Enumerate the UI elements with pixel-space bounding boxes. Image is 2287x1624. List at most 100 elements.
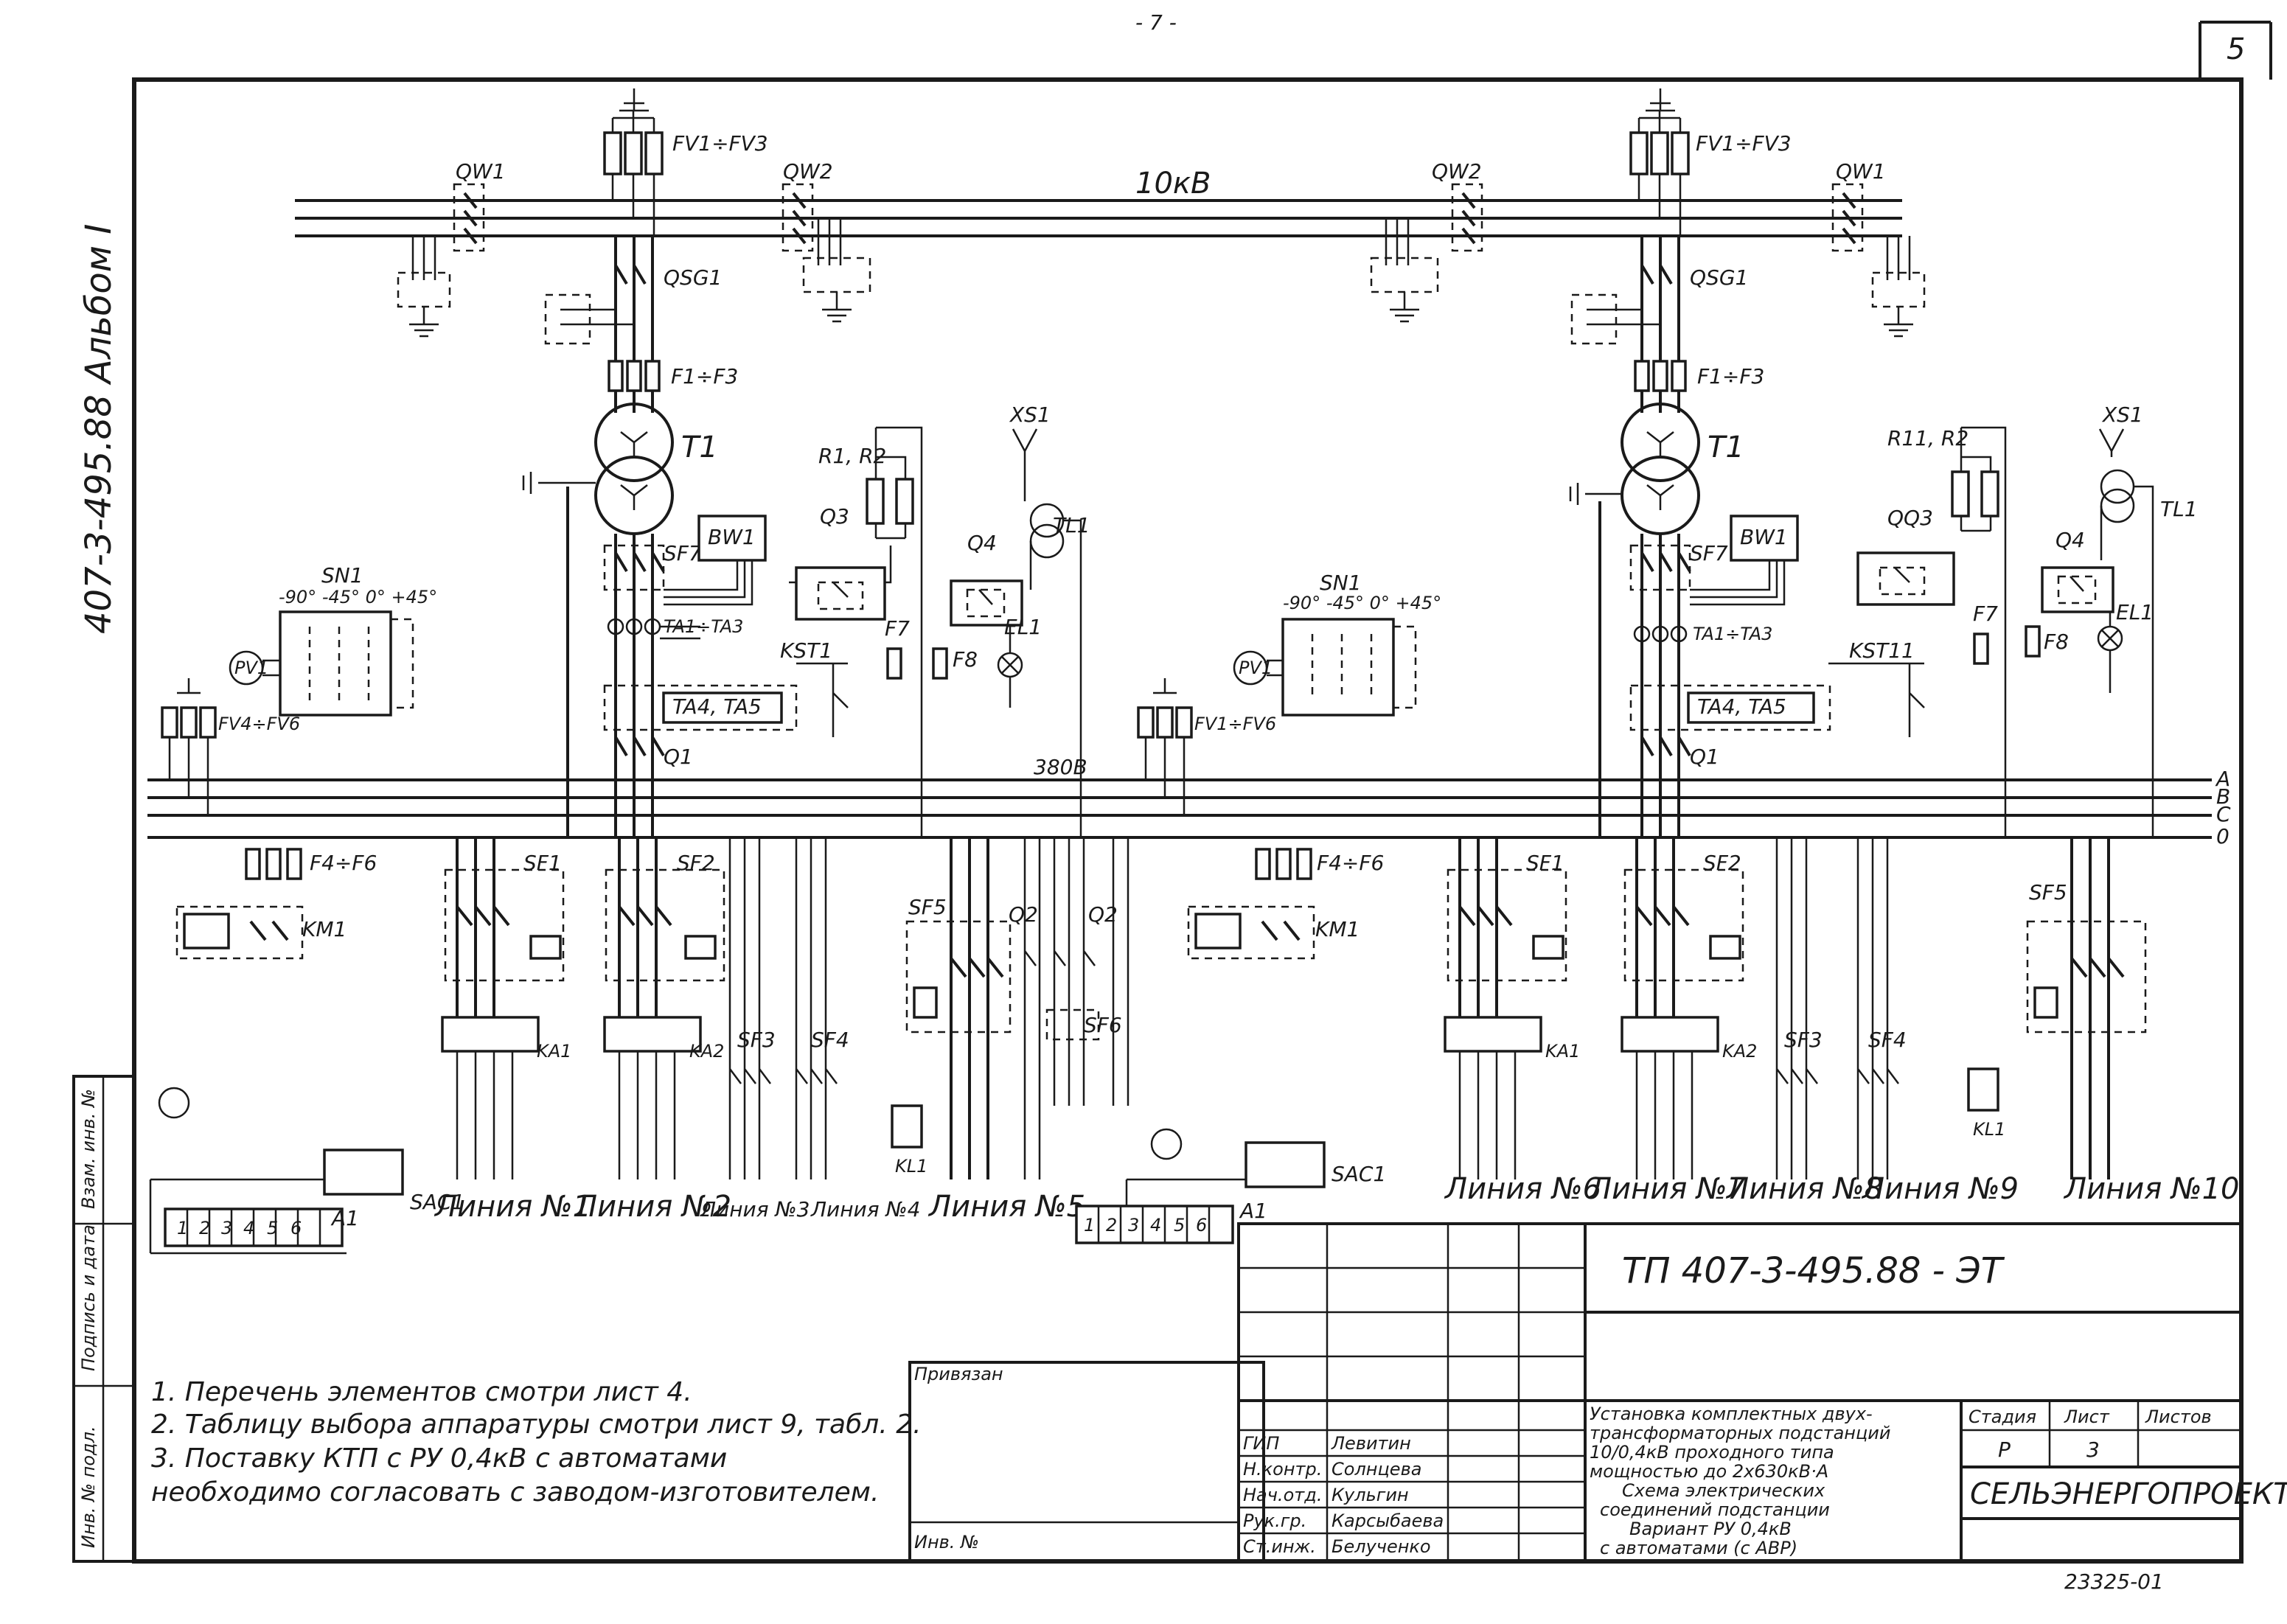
right-terminal-6: 6 bbox=[1196, 1215, 1207, 1236]
role-5: Ст.инж. bbox=[1243, 1536, 1316, 1557]
lv-phase-n: 0 bbox=[2216, 824, 2229, 848]
left-sf2-label: SF2 bbox=[677, 851, 715, 875]
right-f1-3-label: F1÷F3 bbox=[1697, 364, 1764, 388]
side-stamp-replace: Взам. инв. № bbox=[78, 1089, 99, 1209]
lv-voltage-label: 380В bbox=[1034, 755, 1087, 779]
title-sub-4: с автоматами (с АВР) bbox=[1600, 1538, 1797, 1558]
left-lamp bbox=[997, 625, 1023, 708]
right-half: QW2 QW1 FV1÷FV3 QSG1 bbox=[1075, 88, 2240, 1244]
right-km1-label: KM1 bbox=[1315, 917, 1360, 941]
left-sn1-angles: -90° -45° 0° +45° bbox=[279, 587, 437, 607]
right-ka1-label: KA1 bbox=[1545, 1041, 1580, 1062]
side-stamp bbox=[72, 1075, 136, 1563]
right-feeder-sf5 bbox=[1967, 837, 2147, 1179]
right-terminal-4: 4 bbox=[1150, 1215, 1161, 1236]
inv-label: Инв. № bbox=[914, 1532, 979, 1552]
right-fuses-lv bbox=[1255, 848, 1312, 880]
left-f1-3-label: F1÷F3 bbox=[671, 364, 738, 388]
right-qw2-label: QW2 bbox=[1432, 159, 1482, 184]
left-q2-label-a: Q2 bbox=[1009, 902, 1038, 927]
sheet-label: Лист bbox=[2064, 1407, 2110, 1427]
right-f8-fuse bbox=[2025, 625, 2041, 658]
left-feeder-sf2 bbox=[603, 837, 725, 1179]
right-q1 bbox=[1640, 736, 1691, 757]
right-sf5-label: SF5 bbox=[2029, 880, 2067, 905]
right-qq3-label: QQ3 bbox=[1887, 506, 1933, 530]
role-1: ГИП bbox=[1243, 1433, 1279, 1454]
lv-phase-c: C bbox=[2216, 802, 2231, 826]
title-main-3: 10/0,4кВ проходного типа bbox=[1590, 1442, 1834, 1463]
left-q4-label: Q4 bbox=[967, 531, 997, 555]
right-qsg1-label: QSG1 bbox=[1690, 265, 1748, 290]
left-terminal-1: 1 bbox=[177, 1218, 188, 1238]
role-2-name: Солнцева bbox=[1332, 1459, 1421, 1480]
right-kl1-label: KL1 bbox=[1973, 1119, 2005, 1140]
left-sf1-label: SF1 bbox=[523, 851, 562, 875]
left-tl1-label: TL1 bbox=[1053, 513, 1090, 537]
left-q1-label: Q1 bbox=[664, 745, 693, 769]
right-feeder-sf3 bbox=[1775, 837, 1818, 1179]
right-feeder-sf1 bbox=[1444, 837, 1567, 1179]
lv-phase-a: A bbox=[2215, 767, 2230, 791]
left-line-5: Линия №5 bbox=[927, 1190, 1085, 1224]
lv-busbar bbox=[147, 778, 2212, 839]
left-ta1-3-label: TA1÷TA3 bbox=[664, 616, 743, 637]
note-4: необходимо согласовать с заводом-изготов… bbox=[151, 1477, 879, 1508]
right-terminal-3: 3 bbox=[1128, 1215, 1139, 1236]
right-f7-label: F7 bbox=[1973, 602, 1998, 626]
right-fv4-6-label: FV1÷FV6 bbox=[1194, 714, 1276, 734]
left-r1-r2-label: R1, R2 bbox=[818, 444, 886, 468]
right-xs1-label: XS1 bbox=[2101, 402, 2143, 427]
role-3-name: Кульгин bbox=[1332, 1485, 1409, 1505]
right-fv1-3-label: FV1÷FV3 bbox=[1696, 131, 1792, 156]
left-ta1-3 bbox=[607, 618, 700, 640]
left-kst1-label: KST1 bbox=[780, 638, 832, 663]
document-code: ТП 407-3-495.88 - ЭТ bbox=[1622, 1250, 2005, 1292]
right-f8-label: F8 bbox=[2044, 630, 2069, 654]
right-ka2-label: KA2 bbox=[1722, 1041, 1757, 1062]
left-km1-label: KM1 bbox=[302, 917, 347, 941]
left-line-2: Линия №2 bbox=[574, 1190, 731, 1224]
left-pv1-label: PV1 bbox=[234, 658, 268, 678]
right-surge-arresters-lv bbox=[1137, 678, 1193, 815]
title-main-1: Установка комплектных двух- bbox=[1590, 1404, 1873, 1424]
right-sn1 bbox=[1233, 618, 1417, 717]
right-line-7: Линия №7 bbox=[1588, 1172, 1747, 1206]
right-sf7 bbox=[1629, 544, 1691, 591]
side-stamp-sign: Подпись и дата bbox=[78, 1224, 99, 1371]
title-main-2: трансформаторных подстанций bbox=[1590, 1423, 1891, 1443]
left-terminal-3: 3 bbox=[221, 1218, 232, 1238]
left-surge-arresters-lv bbox=[161, 678, 217, 815]
left-hv-fuses bbox=[608, 360, 661, 392]
left-q2-label-b: Q2 bbox=[1088, 902, 1118, 927]
right-t1-label: T1 bbox=[1708, 431, 1744, 464]
right-socket bbox=[2098, 428, 2154, 837]
right-resistors bbox=[1951, 426, 2007, 837]
left-feeder-sf1 bbox=[441, 837, 565, 1179]
left-transformer bbox=[522, 402, 674, 535]
left-sf3-label: SF3 bbox=[737, 1028, 776, 1052]
left-q3 bbox=[789, 546, 892, 621]
top-mark: - 7 - bbox=[1135, 10, 1177, 35]
title-sub-2: соединений подстанции bbox=[1600, 1499, 1830, 1520]
left-qw1-label: QW1 bbox=[456, 159, 506, 184]
left-terminal-5: 5 bbox=[267, 1218, 278, 1238]
right-r11-r2-label: R11, R2 bbox=[1887, 426, 1969, 450]
right-feeder-sf2 bbox=[1621, 837, 1744, 1179]
left-f7-fuse bbox=[886, 647, 902, 680]
title-sub-3: Вариант РУ 0,4кВ bbox=[1629, 1519, 1792, 1539]
title-main-4: мощностью до 2х630кВ·А bbox=[1590, 1461, 1828, 1482]
right-terminal-5: 5 bbox=[1174, 1215, 1185, 1236]
right-terminal-1: 1 bbox=[1084, 1215, 1095, 1236]
role-4-name: Карсыбаева bbox=[1332, 1510, 1444, 1531]
left-resistors bbox=[866, 426, 923, 837]
left-line-1: Линия №1 bbox=[434, 1190, 591, 1224]
left-q3-label: Q3 bbox=[820, 504, 849, 529]
note-2: 2. Таблицу выбора аппаратуры смотри лист… bbox=[151, 1409, 922, 1440]
right-qw1-switch bbox=[1831, 183, 1926, 338]
right-line-8: Линия №8 bbox=[1725, 1172, 1883, 1206]
organization-name: СЕЛЬЭНЕРГОПРОЕКТ bbox=[1970, 1477, 2287, 1511]
left-half: QW1 QW2 FV1÷FV3 bbox=[149, 88, 1129, 1255]
title-sub-1: Схема электрических bbox=[1622, 1480, 1825, 1501]
